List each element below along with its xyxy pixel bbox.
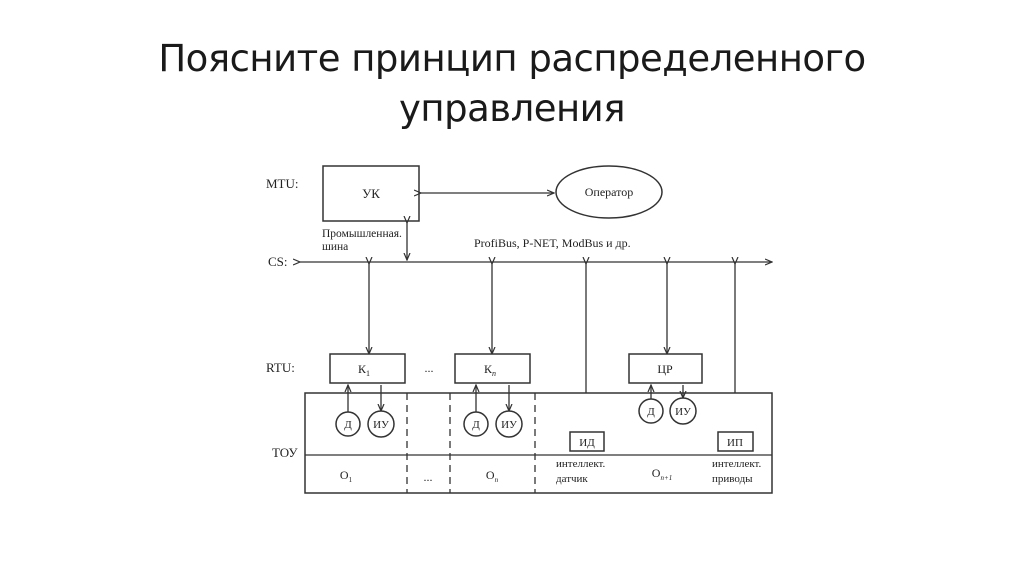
cr-label: ЦР xyxy=(657,362,673,376)
uk-box xyxy=(322,165,420,222)
kn-sensor-label: Д xyxy=(472,419,480,431)
level-label-mtu: MTU: xyxy=(266,176,299,191)
level-label-tou: ТОУ xyxy=(272,445,298,460)
object-o1: О1 xyxy=(340,468,353,484)
cr-actuator-label: ИУ xyxy=(675,406,691,418)
cr-box xyxy=(628,353,703,384)
slide-title-line-2: управления xyxy=(399,87,625,130)
slide-title: Поясните принцип распределенного управле… xyxy=(0,34,1024,134)
kn-sensor-circle xyxy=(463,411,489,437)
operator-label: Оператор xyxy=(585,185,634,199)
level-label-rtu: RTU: xyxy=(266,360,295,375)
smart-sensor-caption-line-2: датчик xyxy=(556,473,588,485)
k1-actuator-circle xyxy=(367,410,395,438)
object-on: Оn xyxy=(486,468,499,484)
smart-drive-box-label: ИП xyxy=(727,437,743,449)
kn-box xyxy=(454,353,531,384)
kn-actuator-circle xyxy=(495,410,523,438)
bus-label-line-1: Промышленная. xyxy=(322,228,402,240)
smart-drive-caption-line-1: интеллект. xyxy=(712,458,762,470)
object-on-plus-1: Оn+1 xyxy=(652,466,672,482)
bus-label-line-2: шина xyxy=(322,241,348,253)
tou-table xyxy=(304,392,773,494)
k1-sensor-label: Д xyxy=(344,419,352,431)
cr-sensor-circle xyxy=(638,398,664,424)
smart-sensor-caption-line-1: интеллект. xyxy=(556,458,606,470)
kn-actuator-label: ИУ xyxy=(501,419,517,431)
rtu-ellipsis: ... xyxy=(425,361,434,375)
smart-sensor-box-label: ИД xyxy=(579,437,595,449)
level-label-cs: CS: xyxy=(268,254,288,269)
kn-label: Кn xyxy=(484,362,496,378)
smart-sensor-box xyxy=(569,431,605,452)
slide-title-line-1: Поясните принцип распределенного xyxy=(158,37,866,80)
operator-ellipse xyxy=(555,165,663,219)
cr-sensor-label: Д xyxy=(647,406,655,418)
object-ellipsis: ... xyxy=(424,470,433,484)
cr-actuator-circle xyxy=(669,397,697,425)
smart-drive-caption-line-2: приводы xyxy=(712,473,753,485)
k1-box xyxy=(329,353,406,384)
k1-label: К1 xyxy=(358,362,370,378)
uk-label: УК xyxy=(362,186,380,201)
smart-drive-box xyxy=(717,431,754,452)
k1-actuator-label: ИУ xyxy=(373,419,389,431)
k1-sensor-circle xyxy=(335,411,361,437)
bus-protocols-label: ProfiBus, P-NET, ModBus и др. xyxy=(474,236,631,250)
